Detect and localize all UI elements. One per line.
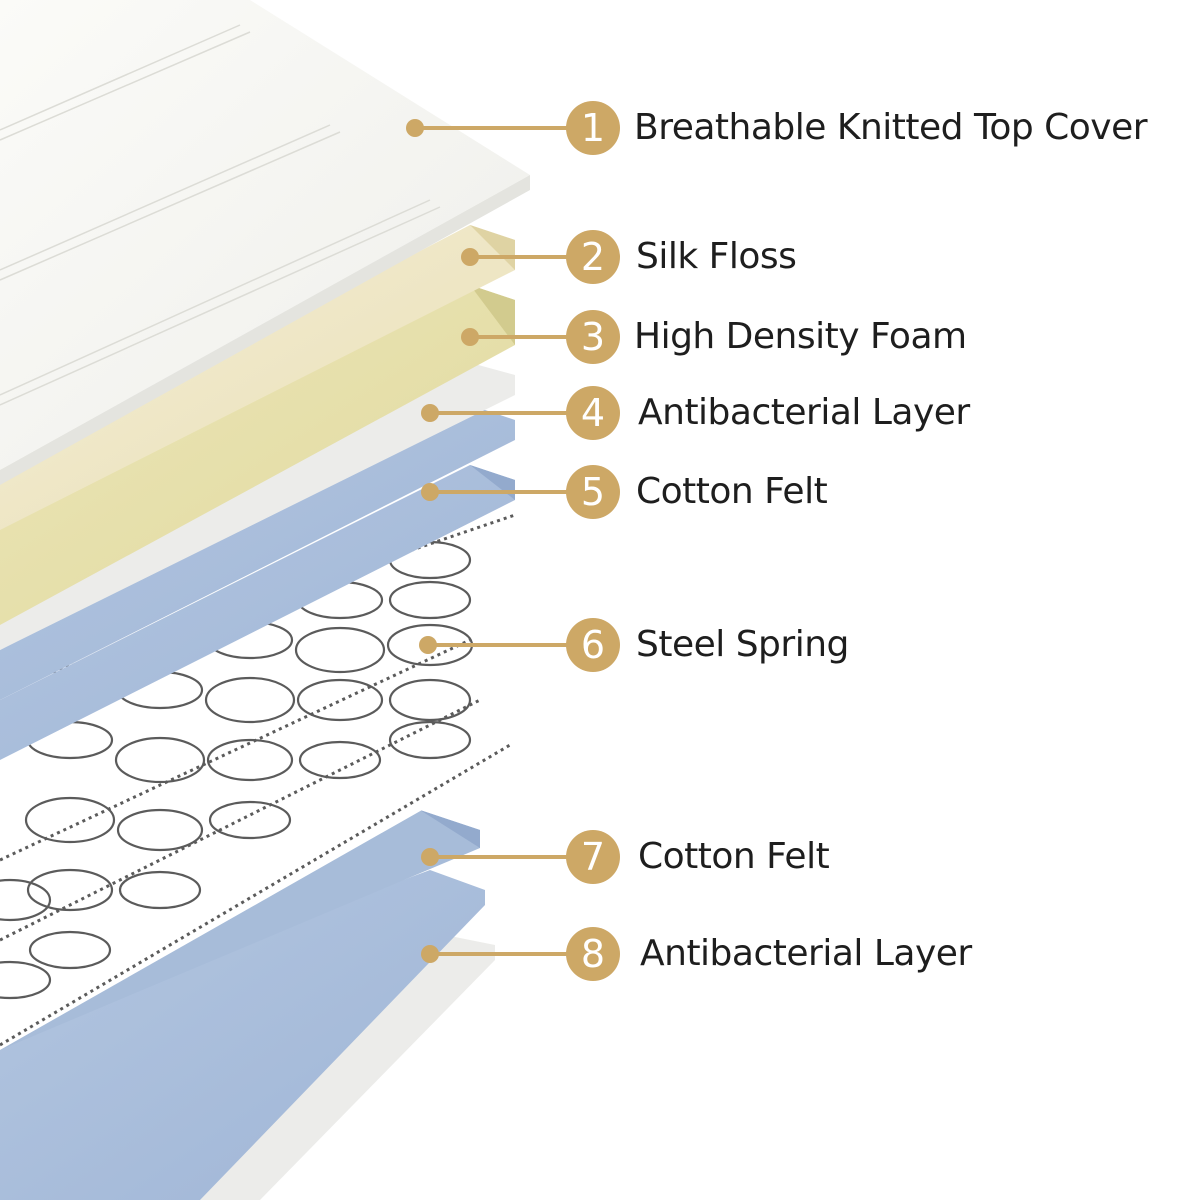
spring-helical-wires	[0, 513, 516, 1047]
layer-number-badge: 3	[566, 310, 620, 364]
leader-line	[415, 126, 575, 130]
layer-label: Steel Spring	[636, 624, 849, 665]
layer-number-badge: 5	[566, 465, 620, 519]
layer-label: Breathable Knitted Top Cover	[634, 107, 1148, 148]
layer-number-badge: 6	[566, 618, 620, 672]
layer-number-badge: 2	[566, 230, 620, 284]
layer-label: Cotton Felt	[636, 471, 828, 512]
leader-line	[470, 335, 575, 339]
layer-number-badge: 8	[566, 927, 620, 981]
upper-antibacterial-layer	[0, 360, 515, 700]
layer-label: Antibacterial Layer	[640, 933, 972, 974]
leader-line	[430, 411, 575, 415]
leader-line	[430, 952, 575, 956]
layer-label: Silk Floss	[636, 236, 797, 277]
layer-label: Antibacterial Layer	[638, 392, 970, 433]
bottom-cotton-felt-layer	[0, 810, 485, 1200]
leader-line	[428, 643, 575, 647]
high-density-foam-layer	[0, 285, 515, 625]
layer-number-badge: 7	[566, 830, 620, 884]
breathable-knitted-top-cover	[0, 0, 530, 485]
layer-number-badge: 4	[566, 386, 620, 440]
leader-line	[430, 855, 575, 859]
layer-label: Cotton Felt	[638, 836, 830, 877]
leader-line	[470, 255, 575, 259]
layer-number-badge: 1	[566, 101, 620, 155]
layer-label: High Density Foam	[634, 316, 967, 357]
leader-line	[430, 490, 575, 494]
